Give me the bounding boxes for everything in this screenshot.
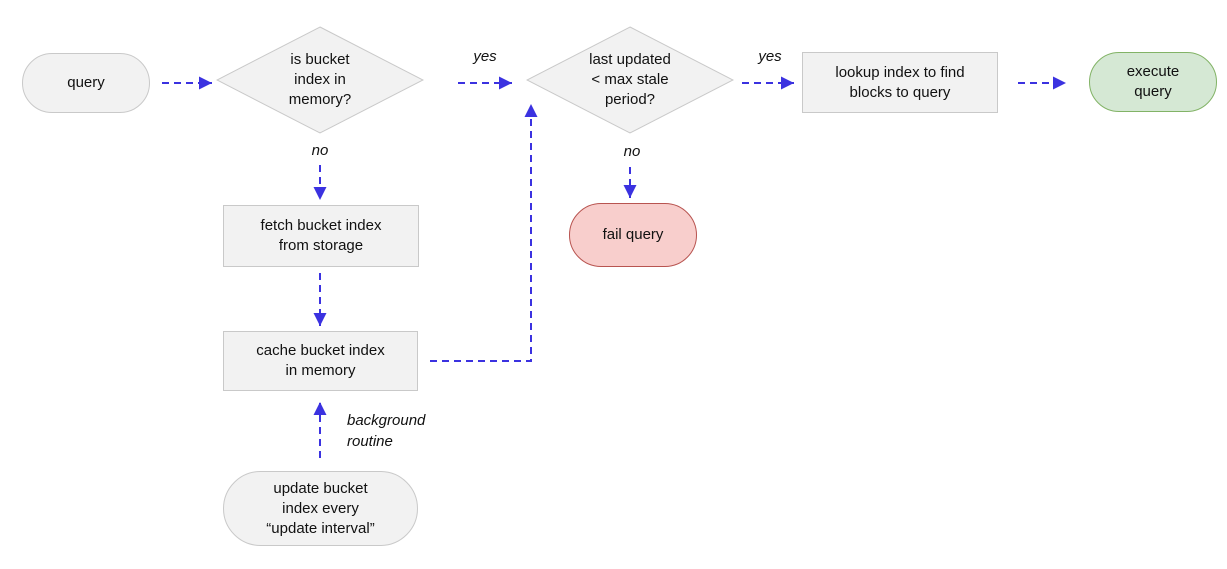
edge-label-background-routine: background routine <box>347 412 426 450</box>
node-update-bucket-index: update bucket index every “update interv… <box>223 471 418 546</box>
node-fetch-bucket-index-label: fetch bucket index from storage <box>260 217 382 254</box>
node-query: query <box>22 53 150 113</box>
node-query-label: query <box>67 74 105 91</box>
node-fail-query: fail query <box>569 203 697 267</box>
node-cache-bucket-index-label: cache bucket index in memory <box>256 342 385 379</box>
edge-label-no-memory: no <box>311 142 329 159</box>
diamond-shape <box>526 26 734 134</box>
node-fetch-bucket-index: fetch bucket index from storage <box>223 205 419 267</box>
node-update-bucket-index-label: update bucket index every “update interv… <box>266 479 375 537</box>
edge-cache-to-check-stale <box>430 104 538 362</box>
node-execute-query: execute query <box>1089 52 1217 112</box>
edge-label-yes-memory: yes <box>473 48 497 65</box>
node-decision-bucket-index-in-memory: is bucket index in memory? <box>216 26 424 134</box>
node-lookup-index: lookup index to find blocks to query <box>802 52 998 113</box>
node-execute-query-label: execute query <box>1126 63 1180 100</box>
node-fail-query-label: fail query <box>602 226 664 243</box>
diamond-shape <box>216 26 424 134</box>
node-cache-bucket-index: cache bucket index in memory <box>223 331 418 391</box>
edge-label-yes-stale: yes <box>758 48 782 65</box>
node-decision-bucket-index-label: is bucket index in memory? <box>288 51 352 108</box>
node-decision-last-updated-stale: last updated < max stale period? <box>526 26 734 134</box>
node-lookup-index-label: lookup index to find blocks to query <box>835 63 965 101</box>
edge-label-no-stale: no <box>623 143 641 160</box>
node-decision-last-updated-label: last updated < max stale period? <box>589 51 671 108</box>
